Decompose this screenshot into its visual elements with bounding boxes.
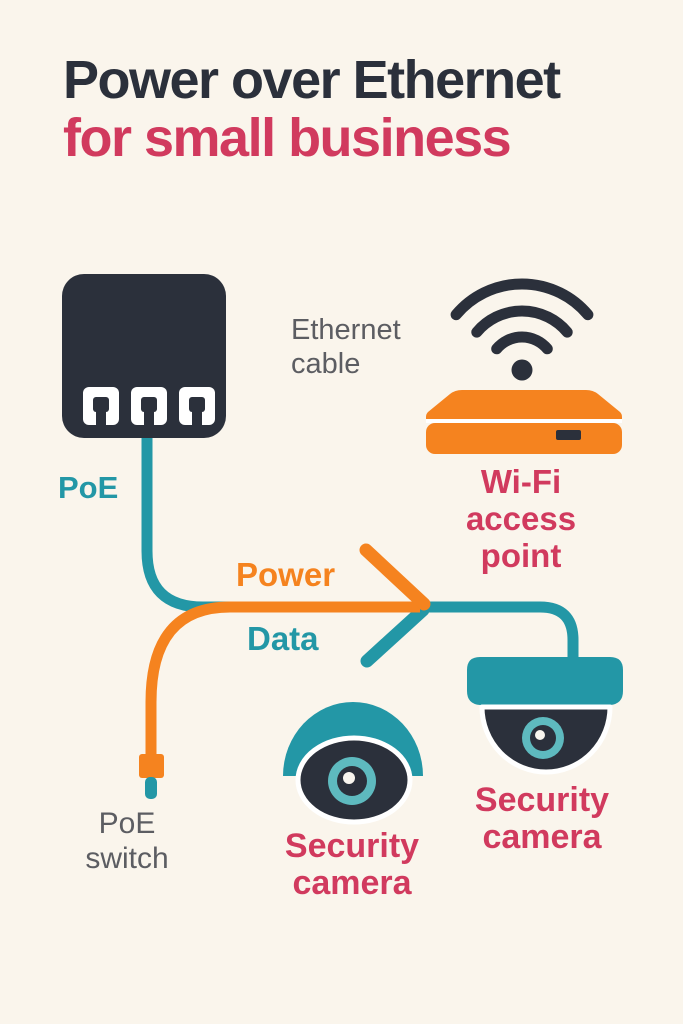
title-line-1: Power over Ethernet [63,50,561,110]
ethernet-port-icon [83,387,119,425]
poe-switch-label: PoE switch [85,807,169,876]
page-title: Power over Ethernet for small business [63,50,561,168]
access-point-slot [556,430,581,440]
poe-connector-stub [145,777,157,799]
arrow-power-stroke [359,543,431,611]
title-line-2: for small business [63,107,512,168]
wifi-access-point-label: Wi-Fi access point [465,463,577,574]
security-camera-right-label: Security camera [474,781,610,857]
ethernet-cable-label: Ethernet cable [291,314,401,380]
ball-camera-icon [283,702,423,825]
ethernet-ports-icon [83,387,215,425]
data-label: Data [247,620,319,657]
arrow-data-stroke [360,603,430,668]
ethernet-port-icon [179,387,215,425]
ethernet-port-icon [131,387,167,425]
security-camera-left-label: Security camera [284,827,420,903]
poe-connector [139,754,164,778]
dome-camera-icon [467,657,623,775]
poe-port-label: PoE [58,470,119,505]
power-label: Power [236,556,336,593]
power-cable [145,601,420,756]
wifi-icon [450,278,594,381]
access-point-icon [426,390,622,454]
